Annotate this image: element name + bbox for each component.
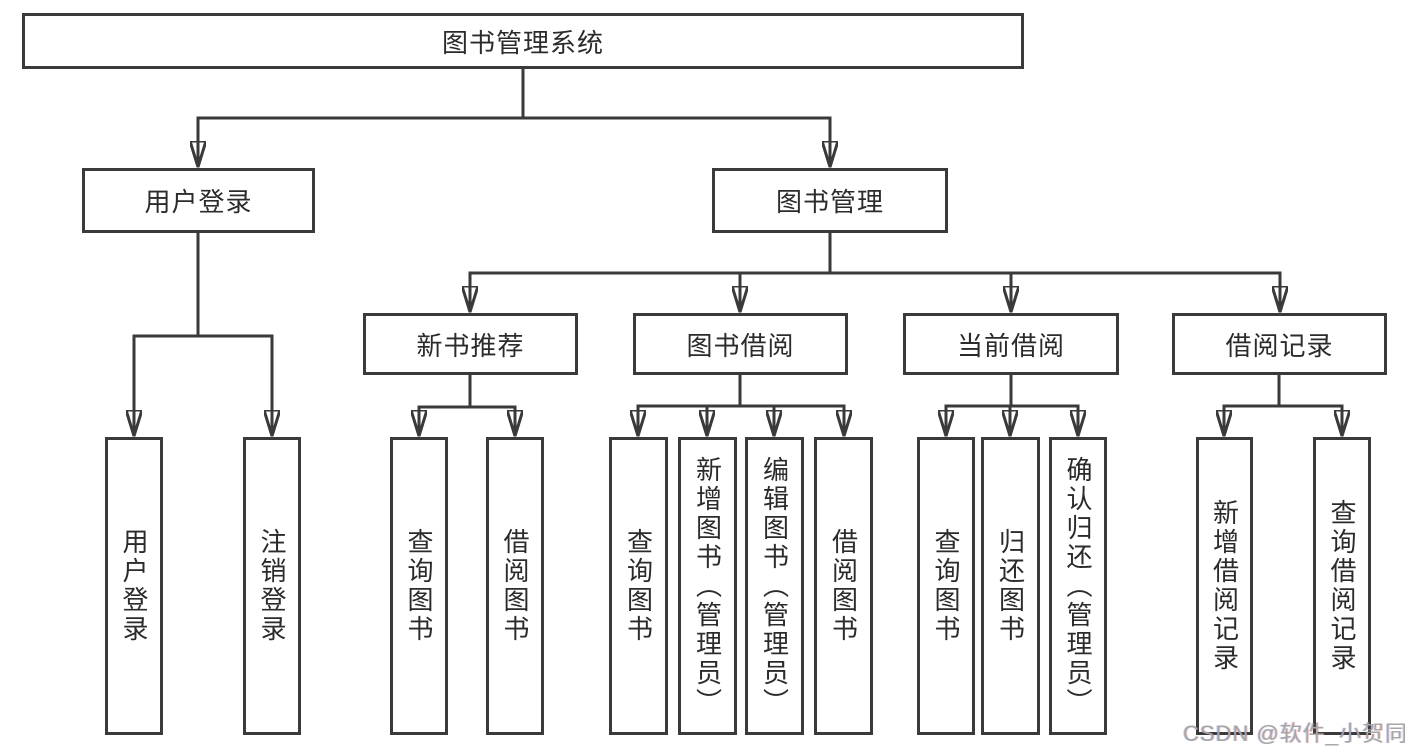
node-add-borrow-record-label: 新增借阅记录: [1209, 499, 1240, 673]
edge-new-book-trunk: [417, 373, 517, 409]
edge-book-borrow-trunk: [636, 373, 846, 408]
node-new-book-recommend: 新书推荐: [363, 313, 578, 375]
edge-current-trunk: [944, 373, 1080, 408]
node-add-book-admin-label: 新增图书（管理员）: [692, 455, 723, 717]
node-confirm-return-admin: 确认归还（管理员）: [1049, 437, 1107, 735]
node-add-borrow-record: 新增借阅记录: [1196, 437, 1253, 735]
node-return-books: 归还图书: [981, 437, 1040, 735]
node-current-query-books-label: 查询图书: [931, 528, 961, 644]
node-edit-book-admin: 编辑图书（管理员）: [745, 437, 804, 735]
node-borrow-query-books: 查询图书: [609, 437, 668, 735]
node-book-management-label: 图书管理: [775, 187, 884, 217]
node-newbook-borrow-books-label: 借阅图书: [500, 528, 530, 644]
node-newbook-query-books: 查询图书: [390, 437, 448, 735]
node-user-login-action: 用户登录: [105, 437, 163, 735]
node-user-login-action-label: 用户登录: [119, 528, 149, 644]
edge-user-login-trunk: [132, 231, 274, 338]
edge-book-management-trunk: [468, 231, 1282, 275]
node-book-borrow-label: 图书借阅: [686, 330, 795, 361]
node-book-system: 图书管理系统: [22, 13, 1024, 69]
node-borrow-query-books-label: 查询图书: [623, 528, 654, 644]
node-borrow-borrow-books-label: 借阅图书: [828, 528, 859, 644]
edge-root-trunk: [196, 67, 832, 120]
node-book-borrow: 图书借阅: [633, 313, 848, 375]
node-newbook-borrow-books: 借阅图书: [486, 437, 544, 735]
node-borrow-records-label: 借阅记录: [1225, 330, 1334, 361]
node-add-book-admin: 新增图书（管理员）: [678, 437, 737, 735]
node-query-borrow-record-label: 查询借阅记录: [1327, 499, 1357, 673]
node-book-system-label: 图书管理系统: [441, 27, 604, 58]
node-logout-action: 注销登录: [243, 437, 301, 735]
node-book-management: 图书管理: [712, 168, 948, 233]
node-newbook-query-books-label: 查询图书: [404, 528, 434, 644]
node-user-login: 用户登录: [82, 168, 315, 233]
node-borrow-records: 借阅记录: [1172, 313, 1387, 375]
csdn-watermark: CSDN @软件_小贺同学: [1183, 721, 1405, 746]
node-return-books-label: 归还图书: [995, 528, 1026, 644]
node-logout-action-label: 注销登录: [257, 528, 287, 644]
node-current-borrow: 当前借阅: [903, 313, 1119, 375]
node-new-book-recommend-label: 新书推荐: [416, 330, 525, 361]
node-borrow-borrow-books: 借阅图书: [814, 437, 873, 735]
node-confirm-return-admin-label: 确认归还（管理员）: [1063, 455, 1093, 717]
node-current-borrow-label: 当前借阅: [956, 330, 1065, 361]
node-user-login-label: 用户登录: [144, 187, 253, 217]
node-current-query-books: 查询图书: [917, 437, 975, 735]
node-query-borrow-record: 查询借阅记录: [1313, 437, 1371, 735]
node-edit-book-admin-label: 编辑图书（管理员）: [759, 455, 790, 717]
edge-records-trunk: [1222, 373, 1344, 408]
